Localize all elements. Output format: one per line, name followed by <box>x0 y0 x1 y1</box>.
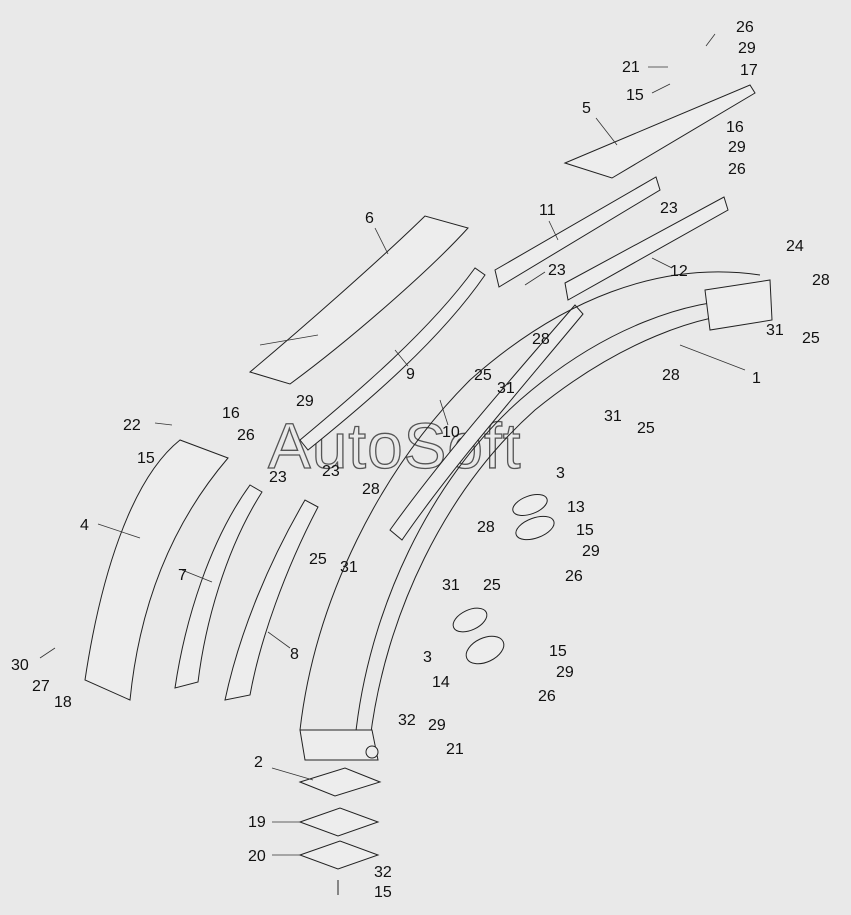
callout-25: 25 <box>637 420 655 437</box>
callout-31: 31 <box>604 408 622 425</box>
callout-29: 29 <box>428 717 446 734</box>
callout-29: 29 <box>582 543 600 560</box>
callout-5: 5 <box>582 100 591 117</box>
callout-26: 26 <box>736 19 754 36</box>
callout-21: 21 <box>446 741 464 758</box>
callout-10: 10 <box>442 424 460 441</box>
callout-15: 15 <box>576 522 594 539</box>
callout-31: 31 <box>766 322 784 339</box>
plate-20 <box>298 840 380 870</box>
callout-16: 16 <box>222 405 240 422</box>
callout-26: 26 <box>538 688 556 705</box>
callout-16: 16 <box>726 119 744 136</box>
callout-15: 15 <box>137 450 155 467</box>
callout-26: 26 <box>237 427 255 444</box>
panel-6 <box>248 215 469 385</box>
callout-31: 31 <box>442 577 460 594</box>
callout-28: 28 <box>477 519 495 536</box>
callout-3: 3 <box>423 649 432 666</box>
leader-lines <box>39 33 746 856</box>
panel-4 <box>84 439 229 701</box>
callout-29: 29 <box>296 393 314 410</box>
cover-13 <box>515 515 555 541</box>
main-frame-1 <box>299 271 773 761</box>
callout-30: 30 <box>11 657 29 674</box>
callout-25: 25 <box>802 330 820 347</box>
ring-3-lower <box>452 607 488 633</box>
panel-11 <box>494 176 661 288</box>
callout-23: 23 <box>660 200 678 217</box>
callout-6: 6 <box>365 210 374 227</box>
panel-7 <box>174 484 263 689</box>
callout-14: 14 <box>432 674 450 691</box>
callout-11: 11 <box>539 202 556 219</box>
callout-23: 23 <box>322 463 340 480</box>
callout-32: 32 <box>374 864 392 881</box>
callout-12: 12 <box>670 263 688 280</box>
callout-23: 23 <box>269 469 287 486</box>
callout-32: 32 <box>398 712 416 729</box>
callout-26: 26 <box>565 568 583 585</box>
callout-29: 29 <box>728 139 746 156</box>
callout-17: 17 <box>740 62 758 79</box>
callout-13: 13 <box>567 499 585 516</box>
panel-12 <box>564 196 729 301</box>
callout-28: 28 <box>662 367 680 384</box>
callout-28: 28 <box>362 481 380 498</box>
panel-8 <box>224 499 319 701</box>
callout-29: 29 <box>556 664 574 681</box>
callout-20: 20 <box>248 848 266 865</box>
callouts: 26 29 21 17 15 5 16 29 26 23 11 6 24 23 … <box>11 19 830 901</box>
panel-10 <box>389 304 584 541</box>
ring-3-upper <box>512 494 548 516</box>
callout-25: 25 <box>309 551 327 568</box>
callout-28: 28 <box>812 272 830 289</box>
callout-21: 21 <box>622 59 640 76</box>
callout-24: 24 <box>786 238 804 255</box>
callout-31: 31 <box>340 559 358 576</box>
callout-3: 3 <box>556 465 565 482</box>
plate-2 <box>298 767 382 797</box>
callout-25: 25 <box>474 367 492 384</box>
callout-2: 2 <box>254 754 263 771</box>
gasket-19 <box>298 807 380 837</box>
callout-19: 19 <box>248 814 266 831</box>
callout-8: 8 <box>290 646 299 663</box>
callout-18: 18 <box>54 694 72 711</box>
callout-25: 25 <box>483 577 501 594</box>
panel-9 <box>299 267 486 451</box>
callout-15: 15 <box>549 643 567 660</box>
callout-22: 22 <box>123 417 141 434</box>
callout-31: 31 <box>497 380 515 397</box>
callout-7: 7 <box>178 567 187 584</box>
callout-27: 27 <box>32 678 50 695</box>
callout-9: 9 <box>406 366 415 383</box>
callout-15: 15 <box>626 87 644 104</box>
callout-15: 15 <box>374 884 392 901</box>
panel-5 <box>563 84 756 179</box>
callout-4: 4 <box>80 517 89 534</box>
cover-14 <box>465 635 505 665</box>
callout-23: 23 <box>548 262 566 279</box>
callout-26: 26 <box>728 161 746 178</box>
callout-28: 28 <box>532 331 550 348</box>
callout-1: 1 <box>752 370 761 387</box>
callout-29: 29 <box>738 40 756 57</box>
